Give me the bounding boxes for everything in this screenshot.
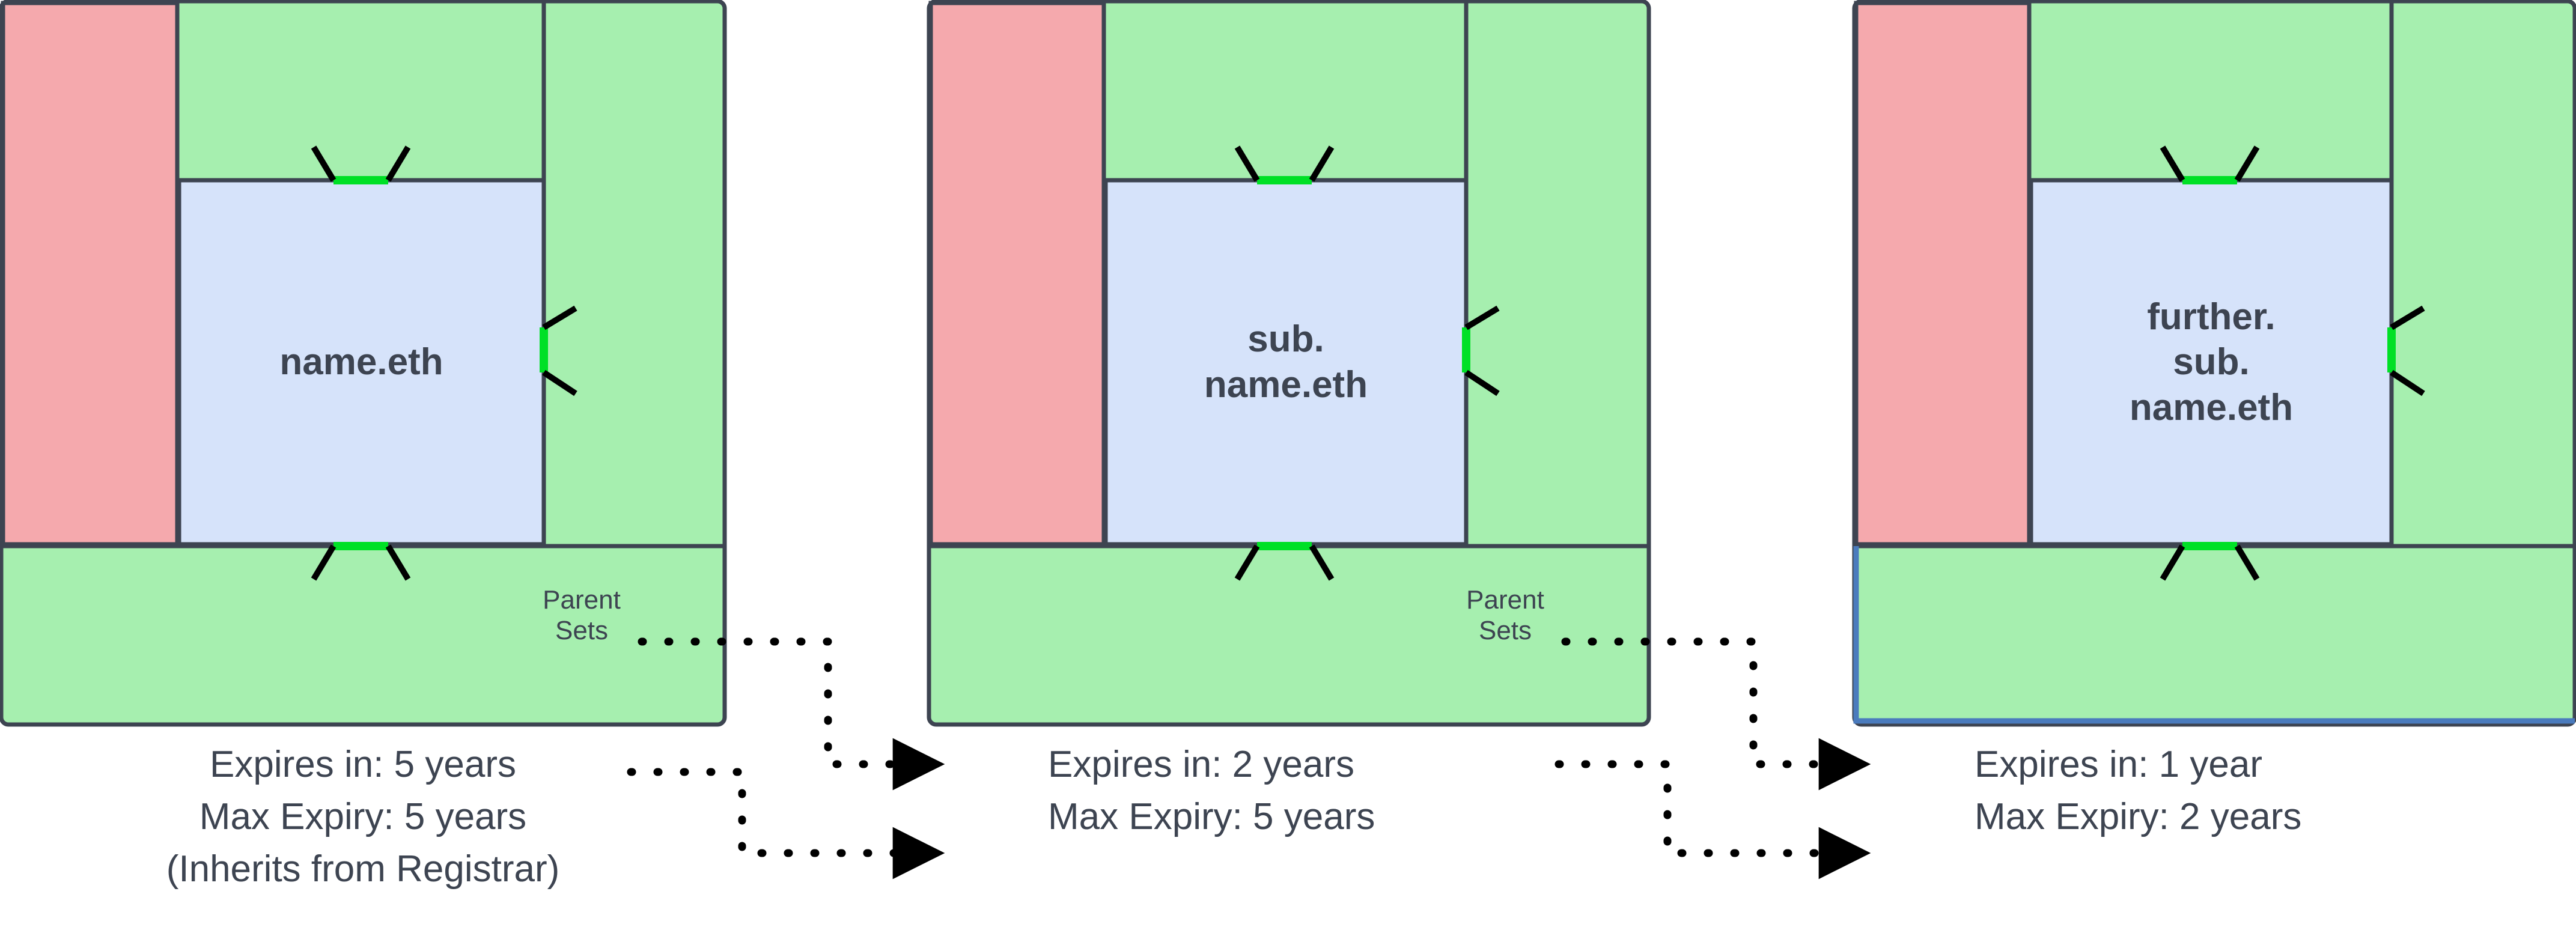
caption-sub-name-eth: Expires in: 2 years Max Expiry: 5 years: [1048, 745, 1375, 836]
parent-sets-line: Parent: [1466, 585, 1544, 615]
caption-further-sub-name-eth: Expires in: 1 year Max Expiry: 2 years: [1975, 745, 2301, 836]
node-further-sub-name-eth-selection-outline: [1853, 546, 2575, 724]
node-sub-name-eth-parent-sets-label: Parent Sets: [1445, 583, 1565, 649]
node-name-eth-gate-right-icon: [540, 305, 577, 397]
caption-inherits-note: (Inherits from Registrar): [166, 848, 560, 890]
caption-max-expiry: Max Expiry: 5 years: [199, 796, 527, 838]
parent-sets-line: Sets: [555, 616, 609, 645]
node-sub-name-eth-center-cell: [1103, 178, 1469, 547]
node-further-sub-name-eth-pink-column: [1854, 1, 2032, 547]
caption-expires-in: Expires in: 5 years: [209, 744, 516, 785]
node-sub-name-eth-pink-column: [928, 1, 1106, 547]
node-sub-name-eth-gate-bottom-icon: [1234, 542, 1335, 581]
node-name-eth-parent-sets-label: Parent Sets: [522, 583, 642, 649]
connector-name-expires-to-sub-maxexpiry: [627, 768, 945, 880]
node-name-eth-center-cell: [177, 178, 546, 547]
parent-sets-line: Parent: [543, 585, 621, 615]
connector-sub-expires-to-further-maxexpiry: [1554, 760, 1871, 880]
node-name-eth-gate-bottom-icon: [311, 542, 411, 581]
caption-name-eth: Expires in: 5 years Max Expiry: 5 years …: [166, 745, 560, 889]
node-name-eth-pink-column: [1, 1, 180, 547]
node-further-sub-name-eth-center-cell: [2029, 178, 2394, 547]
node-further-sub-name-eth-gate-bottom-icon: [2160, 542, 2260, 581]
caption-expires-in: Expires in: 1 year: [1975, 744, 2262, 785]
parent-sets-line: Sets: [1478, 616, 1532, 645]
node-sub-name-eth-gate-top-icon: [1234, 145, 1335, 184]
caption-expires-in: Expires in: 2 years: [1048, 744, 1354, 785]
node-name-eth-gate-top-icon: [311, 145, 411, 184]
node-sub-name-eth-gate-right-icon: [1462, 305, 1500, 397]
node-sub-name-eth[interactable]: [927, 0, 1651, 727]
caption-max-expiry: Max Expiry: 5 years: [1048, 796, 1375, 838]
node-further-sub-name-eth-gate-right-icon: [2387, 305, 2425, 397]
node-name-eth[interactable]: [0, 0, 727, 727]
caption-max-expiry: Max Expiry: 2 years: [1975, 796, 2302, 838]
node-further-sub-name-eth[interactable]: [1852, 0, 2576, 727]
node-further-sub-name-eth-gate-top-icon: [2160, 145, 2260, 184]
